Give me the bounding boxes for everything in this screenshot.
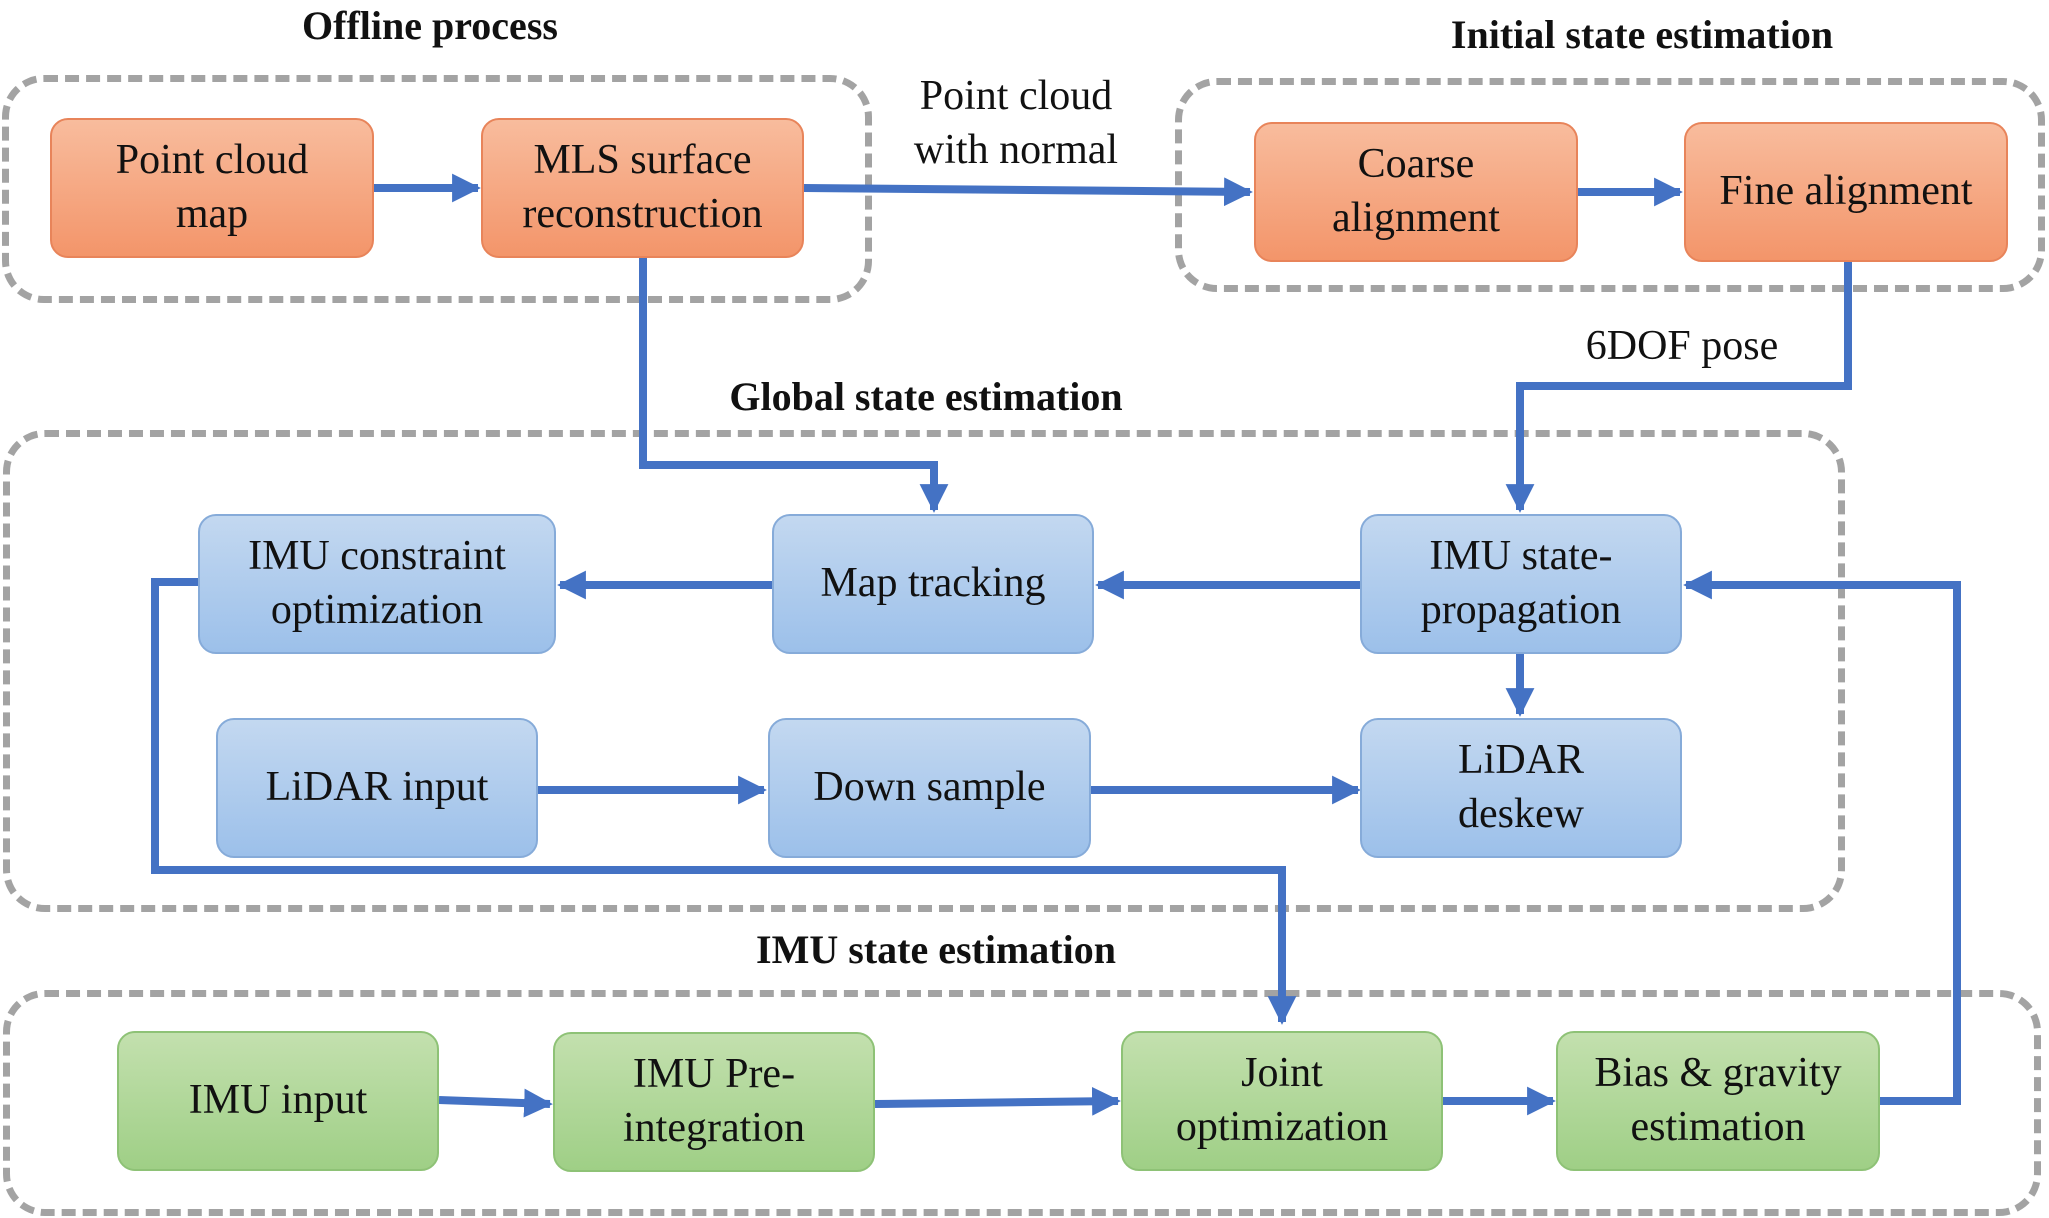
mls-surface-reconstruction-box: MLS surface reconstruction [481,118,804,258]
imu-preintegration-box: IMU Pre- integration [553,1032,875,1172]
bias-gravity-estimation-box: Bias & gravity estimation [1556,1031,1880,1171]
arrow-mls-to-coarse [803,177,1253,207]
down-sample-box: Down sample [768,718,1091,858]
arrow-mls-to-maptracking [639,258,949,513]
arrow-imuinput-to-preint [438,1088,553,1118]
initial-state-group [1175,78,2045,292]
arrow-imuconstraint-to-joint [151,578,1297,1025]
initial-state-title: Initial state estimation [1450,12,1834,57]
point-cloud-with-normal-label: Point cloud with normal [913,73,1119,173]
arrow-preint-to-joint [874,1086,1121,1116]
imu-state-group [3,990,2041,1216]
imu-state-propagation-box: IMU state- propagation [1360,514,1682,654]
arrow-bias-to-propagation [1683,570,1961,1105]
six-dof-pose-label: 6DOF pose [1585,323,1779,369]
fine-alignment-box: Fine alignment [1684,122,2008,262]
global-state-group [3,430,1845,912]
global-state-title: Global state estimation [729,374,1123,419]
map-tracking-box: Map tracking [772,514,1094,654]
lidar-deskew-box: LiDAR deskew [1360,718,1682,858]
point-cloud-map-box: Point cloud map [50,118,374,258]
joint-optimization-box: Joint optimization [1121,1031,1443,1171]
coarse-alignment-box: Coarse alignment [1254,122,1578,262]
offline-process-title: Offline process [302,3,558,48]
imu-state-title: IMU state estimation [756,927,1116,972]
imu-input-box: IMU input [117,1031,439,1171]
lidar-input-box: LiDAR input [216,718,538,858]
arrow-fine-to-propagation [1505,262,1852,513]
imu-constraint-optimization-box: IMU constraint optimization [198,514,556,654]
